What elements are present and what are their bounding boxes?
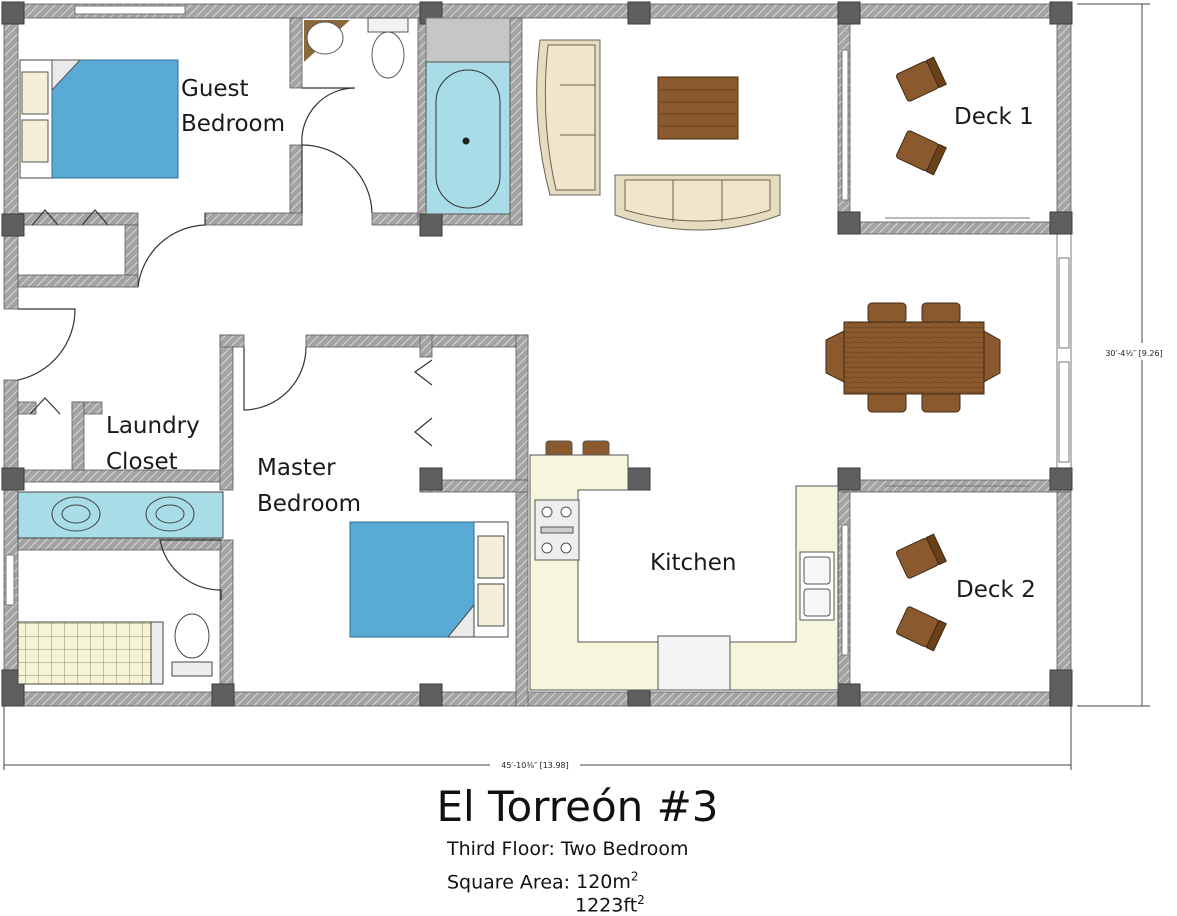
label-deck-1: Deck 1 [954, 104, 1034, 130]
area-metric: 120m2 [576, 870, 639, 894]
floor-plan: Guest Bedroom Deck 1 Laundry Closet Mast… [1, 1, 1163, 770]
columns [1, 1, 1073, 707]
label-guest-bedroom-line1: Guest [181, 76, 249, 102]
dimension-lines [3, 3, 1150, 770]
plan-subtitle: Third Floor: Two Bedroom [447, 838, 689, 860]
area-label: Square Area: 120m2 [447, 870, 639, 893]
area-label-text: Square Area: [447, 871, 571, 894]
label-master-line1: Master [257, 455, 336, 481]
plan-title: El Torreón #3 [436, 782, 719, 831]
doors [17, 87, 433, 600]
deck-chairs [896, 56, 947, 652]
kitchen-counters [529, 440, 839, 691]
label-guest-bedroom-line2: Bedroom [181, 111, 285, 137]
label-deck-2: Deck 2 [956, 577, 1036, 603]
area-imperial-value: 1223ft [575, 894, 638, 916]
windows [5, 5, 1070, 656]
dining-table [825, 302, 1001, 413]
bathroom-2 [17, 491, 224, 685]
label-kitchen: Kitchen [650, 550, 736, 576]
area-metric-exp: 2 [630, 870, 639, 884]
bathroom-1 [304, 17, 511, 215]
label-master-line2: Bedroom [257, 491, 361, 517]
living-room [536, 39, 781, 231]
label-laundry-line2: Closet [106, 449, 178, 475]
area-imperial-exp: 2 [637, 893, 645, 907]
dimension-height: 30′-4½″ [9.26] [1105, 349, 1162, 358]
master-bed [349, 521, 509, 638]
area-imperial: 1223ft2 [575, 893, 645, 916]
guest-bed [19, 59, 179, 179]
dimension-width: 45′-10⅜″ [13.98] [501, 761, 569, 770]
label-laundry-line1: Laundry [106, 413, 200, 439]
area-metric-value: 120m [576, 871, 631, 894]
